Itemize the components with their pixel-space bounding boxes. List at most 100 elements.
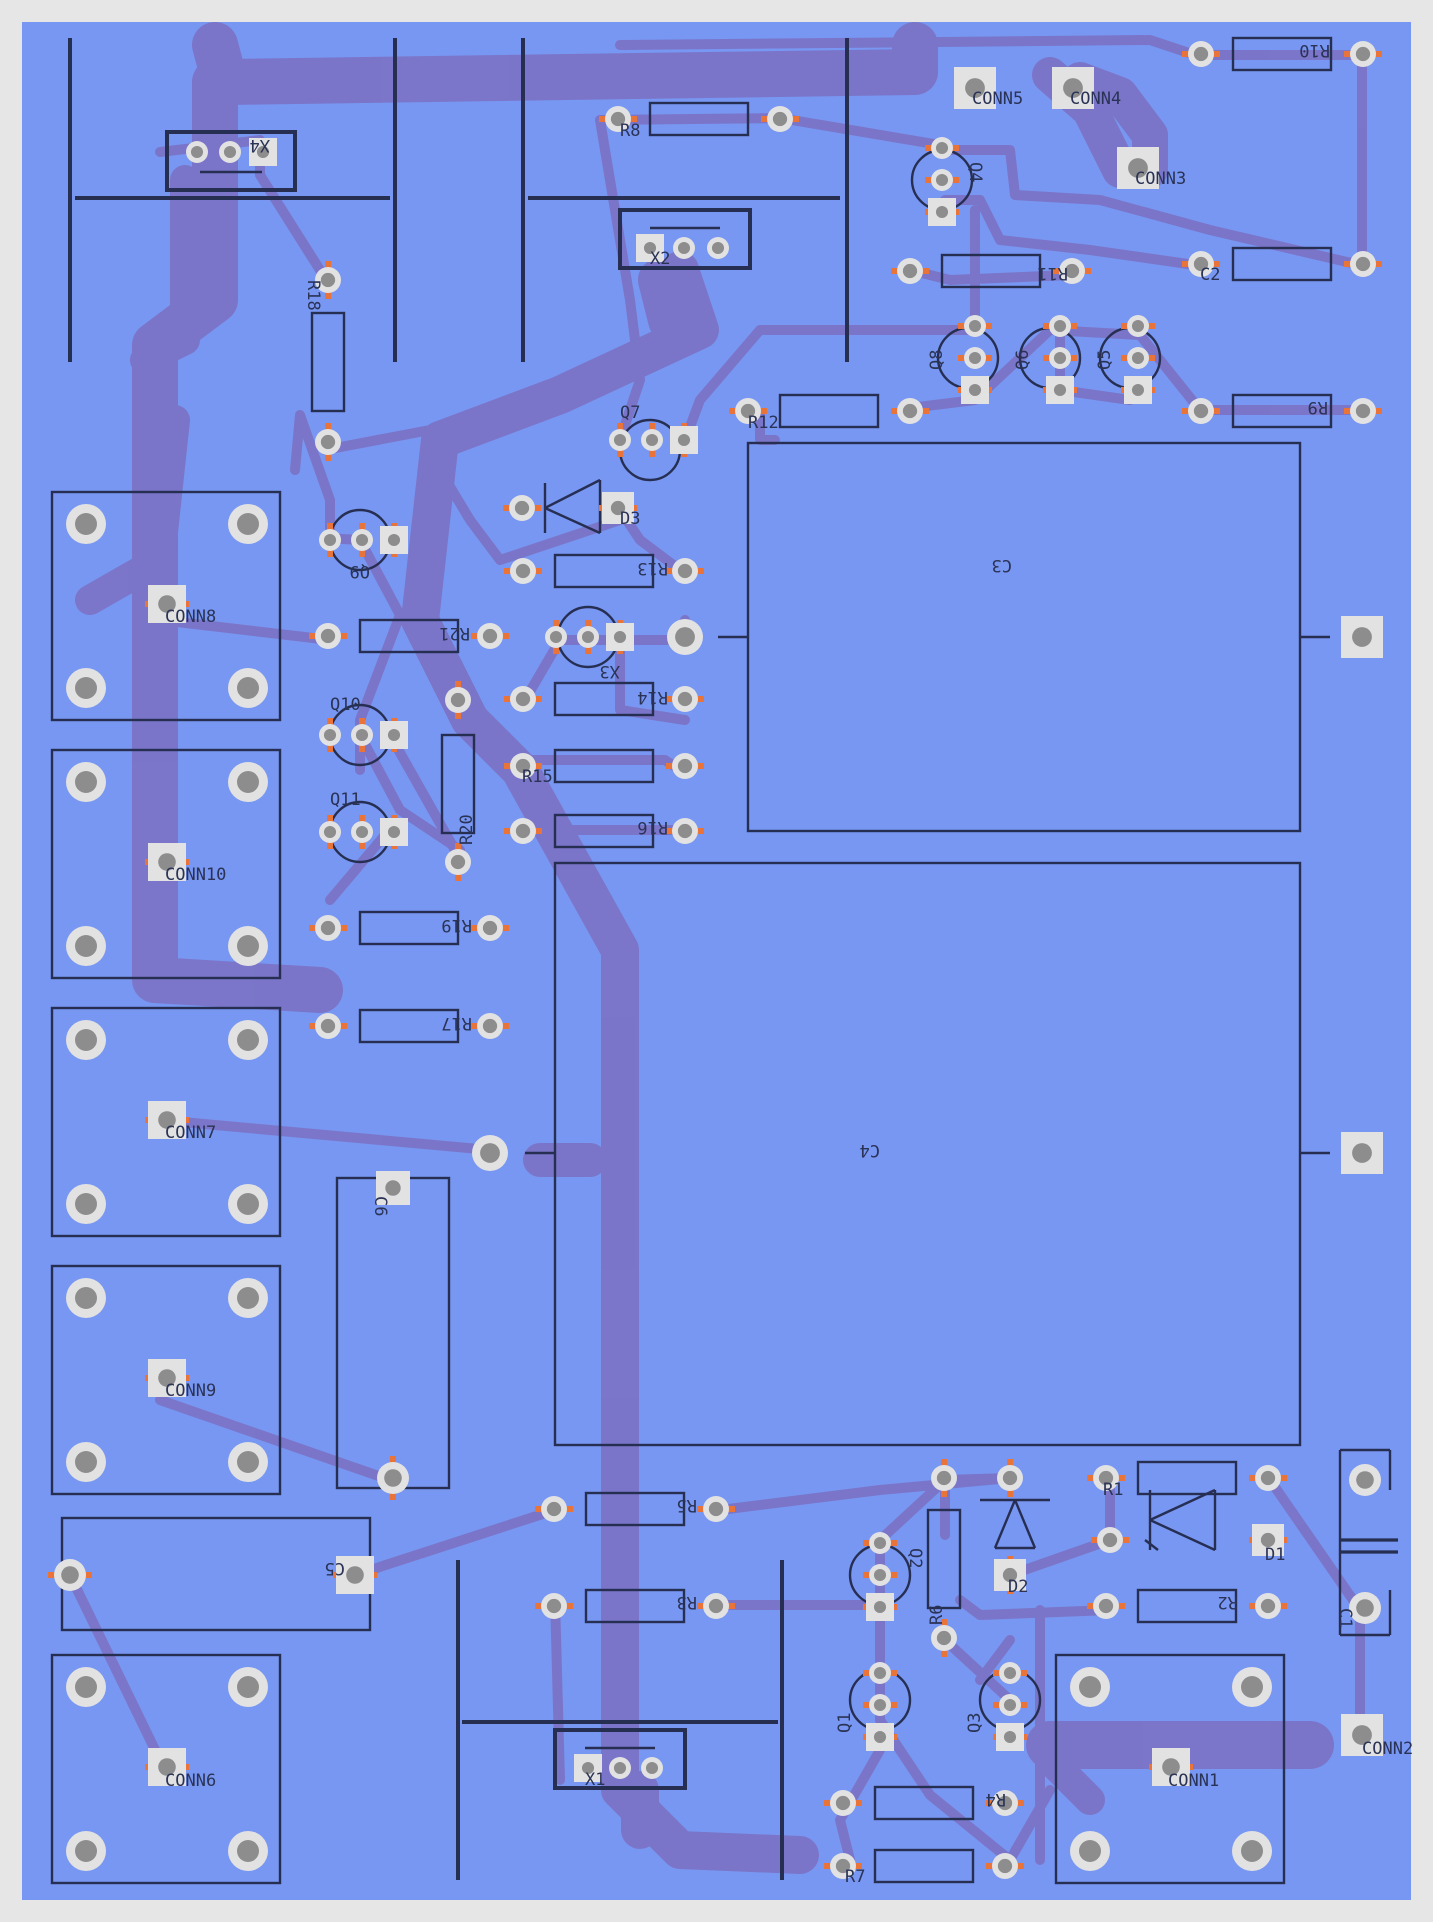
header-outline [553,1728,687,1790]
power-trace [130,165,200,375]
resistor-outline [553,748,655,784]
component-label: CONN9 [165,1381,216,1401]
pcb-pad [666,558,704,584]
component-label: CONN1 [1168,1771,1219,1791]
pcb-pad [993,1723,1027,1751]
component-label: R13 [637,558,668,578]
pcb-pad [1052,67,1094,109]
pad-drill [515,563,531,579]
resistor-outline [310,311,346,413]
pad-drill [450,854,466,870]
pcb-pad [1149,1748,1193,1786]
pad-drill [677,758,693,774]
pad-drill [1355,256,1371,272]
pcb-pad [697,1496,735,1522]
component-label: R12 [748,413,779,433]
pcb-pad [66,762,106,802]
pcb-pad [1087,1593,1125,1619]
pad-drill [1098,1598,1114,1614]
copper-trace [1005,1535,1115,1580]
pcb-pad [380,815,408,849]
pcb-pad [1249,1524,1287,1556]
pad-drill [677,433,691,447]
component-label: C2 [1200,265,1220,285]
connector-outline [50,1264,282,1496]
pad-drill [237,513,259,535]
pcb-pad [145,1748,189,1786]
resistor-outline [1136,1460,1238,1496]
pad-drill [643,241,657,255]
component-label: R5 [677,1495,697,1515]
pcb-pad [1043,347,1077,369]
pad-drill [237,1029,259,1051]
pad-drill [75,1840,97,1862]
pad-drill [902,403,918,419]
resistor-outline [584,1588,686,1624]
pcb-pad [66,1020,106,1060]
resistor-outline [940,253,1042,289]
component-label: R18 [303,280,323,311]
pad-drill [1193,256,1209,272]
pcb-pad [641,1757,663,1779]
pcb-pad [504,558,542,584]
pcb-pad [1121,376,1155,404]
pad-drill [873,1568,887,1582]
pad-drill [1003,1698,1017,1712]
pcb-pad [994,1556,1026,1594]
pcb-pad [228,926,268,966]
pad-drill [1356,1599,1374,1617]
resistor-outline [358,618,460,654]
pcb-pad [666,818,704,844]
pcb-pad [1341,1714,1383,1756]
pad-drill [902,263,918,279]
pad-drill [384,1469,402,1487]
resistor-outline [648,101,750,137]
silk-line [1013,1499,1037,1549]
pad-drill [158,595,176,613]
copper-trace [940,1635,1015,1705]
pad-drill [613,630,627,644]
pad-drill [1131,351,1145,365]
component-label: Q3 [965,1713,985,1733]
resistor-outline [1136,1588,1238,1624]
pcb-pad [609,423,631,457]
pad-drill [935,173,949,187]
pad-drill [935,205,949,219]
pcb-pad [986,1853,1024,1879]
pad-drill [1131,383,1145,397]
pcb-pad [48,1559,92,1591]
pad-drill [1260,1470,1276,1486]
pcb-pad [315,261,341,299]
pcb-pad [1249,1593,1287,1619]
pcb-pad [609,1757,631,1779]
pad-drill [708,1598,724,1614]
connector-outline [50,748,282,980]
pad-drill [450,692,466,708]
pcb-pad [1344,398,1382,424]
pad-drill [1352,1143,1372,1163]
pad-drill [75,1029,97,1051]
pcb-pad [504,686,542,712]
pad-drill [873,1730,887,1744]
pad-drill [1355,46,1371,62]
pad-drill [385,1180,401,1196]
silk-line [993,1499,1017,1549]
pad-drill [1193,403,1209,419]
component-label: R3 [677,1592,697,1612]
pad-drill [740,403,756,419]
pad-drill [1053,383,1067,397]
pad-drill [968,351,982,365]
pad-drill [75,1676,97,1698]
component-label: Q6 [1013,350,1033,370]
pcb-pad [145,585,189,623]
pad-drill [237,771,259,793]
pcb-pad [319,718,341,752]
silk-line [1144,1539,1159,1551]
silk-line [1149,1488,1216,1522]
pad-drill [320,920,336,936]
pcb-pad [351,815,373,849]
pad-drill [1063,78,1083,98]
pcb-pad [66,504,106,544]
pad-drill [158,1758,176,1776]
